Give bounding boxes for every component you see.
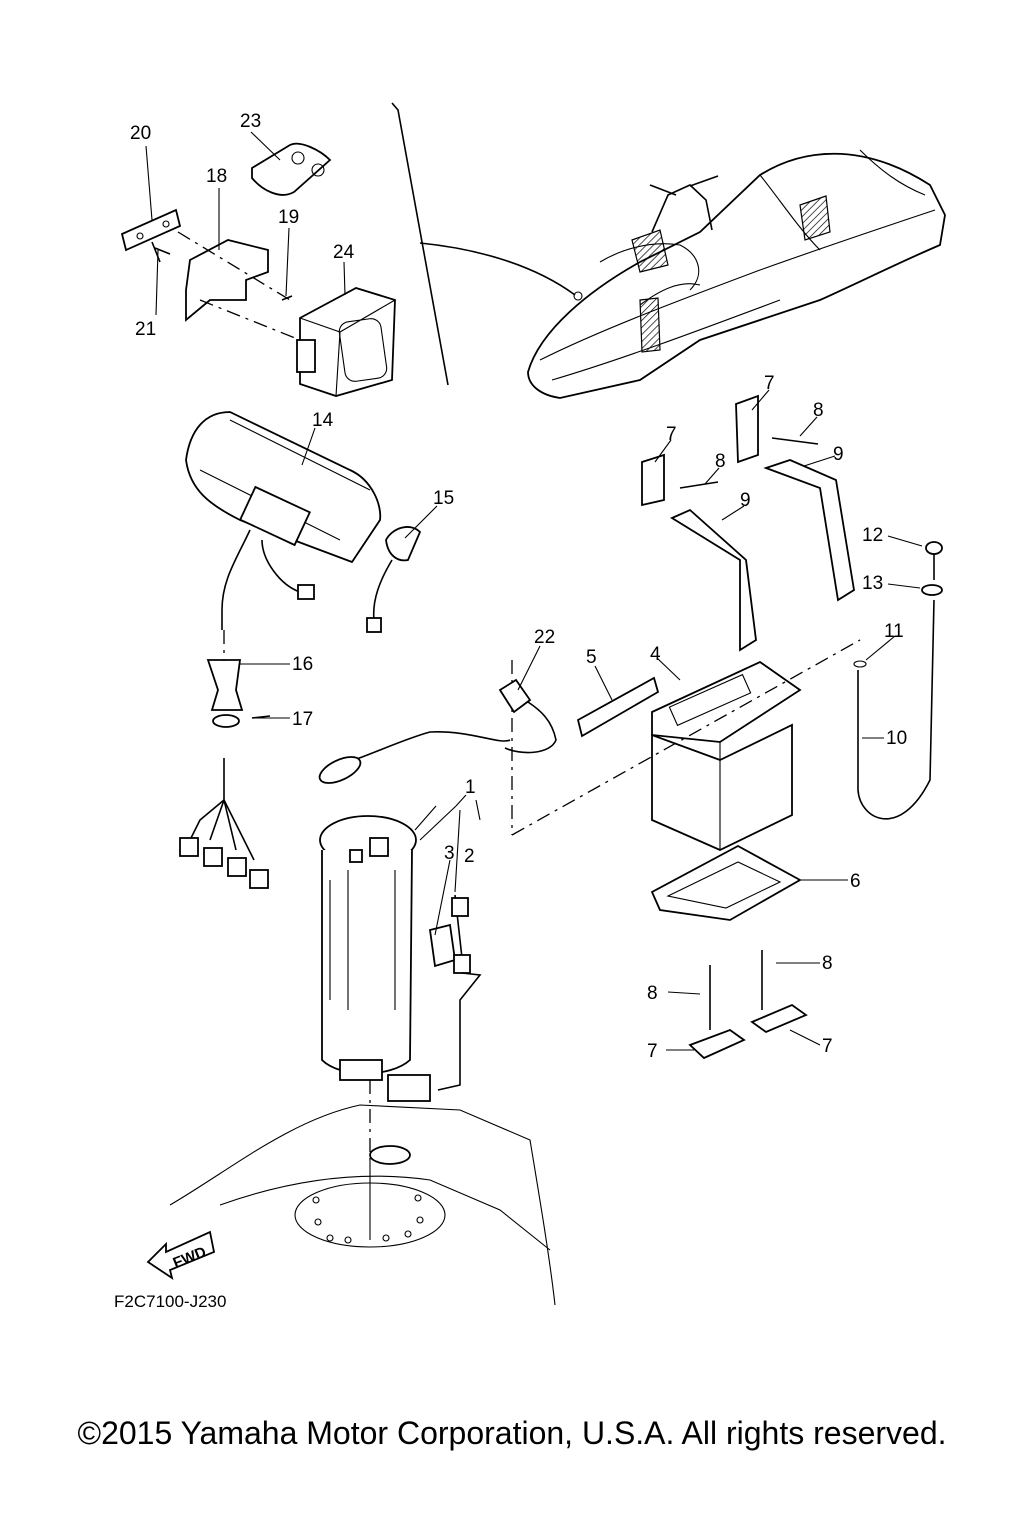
diagram-code: F2C7100-J230 bbox=[114, 1292, 226, 1311]
callout-9: 9 bbox=[833, 444, 844, 465]
callout-7b: 7 bbox=[666, 424, 677, 445]
callout-15: 15 bbox=[433, 488, 454, 509]
callout-2: 2 bbox=[464, 846, 475, 867]
callout-8b: 8 bbox=[715, 451, 726, 472]
callout-19: 19 bbox=[278, 207, 299, 228]
callout-18: 18 bbox=[206, 166, 227, 187]
leader-lines bbox=[145, 131, 923, 1051]
callout-24: 24 bbox=[333, 242, 355, 263]
callout-14: 14 bbox=[312, 410, 334, 431]
callout-labels: 20 23 18 19 24 21 14 15 16 17 22 5 4 1 3… bbox=[130, 111, 907, 1062]
callout-10: 10 bbox=[886, 728, 907, 749]
callout-23: 23 bbox=[240, 111, 261, 132]
callout-8: 8 bbox=[647, 983, 658, 1004]
callout-9a: 9 bbox=[740, 490, 751, 511]
callout-7c: 7 bbox=[647, 1041, 658, 1062]
callout-21: 21 bbox=[135, 319, 156, 340]
callout-17: 17 bbox=[292, 709, 313, 730]
callout-8a: 8 bbox=[813, 400, 824, 421]
callout-5: 5 bbox=[586, 647, 597, 668]
controller-unit-group bbox=[120, 142, 396, 397]
callout-22: 22 bbox=[534, 627, 555, 648]
fwd-arrow-icon: FWD bbox=[146, 1230, 216, 1281]
callout-8c: 8 bbox=[822, 953, 833, 974]
callout-3: 3 bbox=[444, 843, 455, 864]
callout-7a: 7 bbox=[764, 373, 775, 394]
callout-1: 1 bbox=[465, 777, 476, 798]
meter-assembly-group bbox=[179, 411, 422, 889]
watercraft-illustration bbox=[391, 102, 946, 399]
fuel-pump-group bbox=[318, 678, 557, 1102]
battery-group bbox=[511, 394, 943, 1060]
callout-7: 7 bbox=[822, 1036, 833, 1057]
callout-16: 16 bbox=[292, 654, 313, 675]
callout-12: 12 bbox=[862, 525, 883, 546]
callout-4: 4 bbox=[650, 644, 661, 665]
exploded-parts-diagram: FWD 20 bbox=[114, 102, 946, 1311]
fuel-tank-illustration bbox=[169, 1080, 556, 1306]
callout-20: 20 bbox=[130, 123, 151, 144]
copyright-notice: ©2015 Yamaha Motor Corporation, U.S.A. A… bbox=[77, 1415, 947, 1451]
callout-11: 11 bbox=[884, 621, 904, 642]
callout-13: 13 bbox=[862, 573, 883, 594]
callout-6: 6 bbox=[850, 871, 861, 892]
